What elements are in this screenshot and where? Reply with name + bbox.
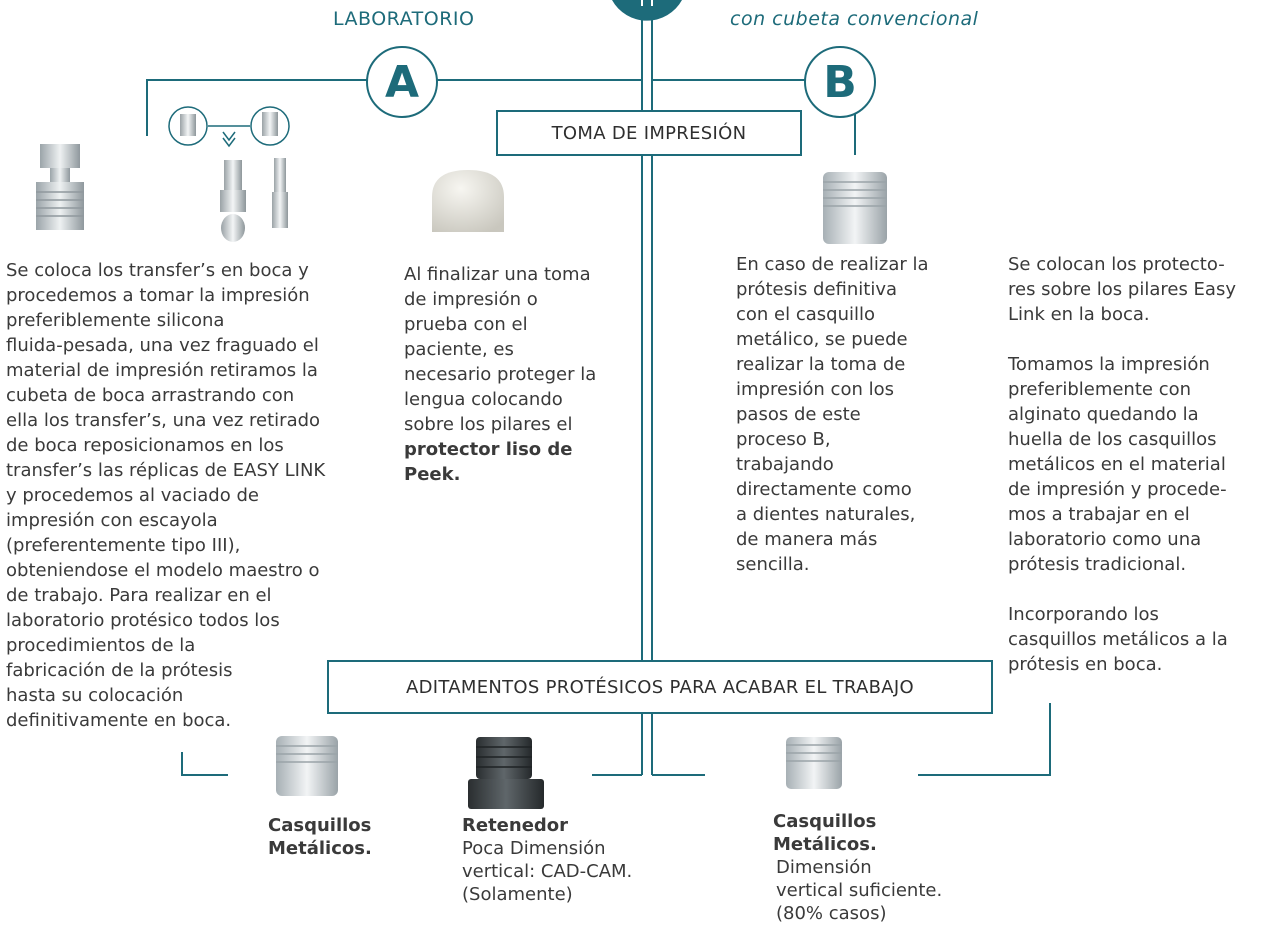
impression-box: TOMA DE IMPRESIÓN (496, 110, 802, 156)
text-line: fabricación de la prótesis (6, 660, 233, 681)
retenedor-label: Retenedor Poca Dimensión vertical: CAD-C… (462, 814, 632, 906)
text-line: de manera más (736, 529, 878, 550)
text-line: de impresión y procede- (1008, 479, 1227, 500)
text-line: a dientes naturales, (736, 504, 916, 525)
cubeta-label: con cubeta convencional (730, 8, 979, 30)
text-line: preferiblemente silicona (6, 310, 225, 331)
text-line: de trabajo. Para realizar en el (6, 585, 272, 606)
product-desc: (80% casos) (776, 903, 887, 924)
text-line: Incorporando los (1008, 604, 1159, 625)
text-line: prótesis tradicional. (1008, 554, 1187, 575)
text-line: Tomamos la impresión (1008, 354, 1210, 375)
text-line: casquillos metálicos a la (1008, 629, 1228, 650)
laboratory-process-text: Se coloca los transfer’s en boca y proce… (6, 258, 386, 733)
casquillo-b-illustration (823, 172, 887, 244)
product-title: Metálicos. (773, 834, 877, 855)
text-line: paciente, es (404, 339, 514, 360)
text-line: sencilla. (736, 554, 810, 575)
text-line: de impresión o (404, 289, 538, 310)
circle-a: A (366, 46, 438, 118)
top-circle-shape (612, 0, 682, 21)
text-line: ella los transfer’s, una vez retirado (6, 410, 321, 431)
casquillo-2-illustration (786, 737, 842, 789)
text-line: metálico, se puede (736, 329, 908, 350)
circle-b: B (804, 46, 876, 118)
product-title: Casquillos (773, 811, 877, 832)
product-desc: vertical suficiente. (776, 880, 943, 901)
text-line: prótesis en boca. (1008, 654, 1163, 675)
text-line-bold: protector liso de (404, 439, 573, 460)
text-line: trabajando (736, 454, 834, 475)
laboratorio-label: LABORATORIO (333, 8, 475, 30)
text-line: sobre los pilares el (404, 414, 573, 435)
transfer-illustration (36, 144, 84, 230)
text-line: con el casquillo (736, 304, 875, 325)
replica-illustration (168, 106, 290, 242)
text-line: laboratorio como una (1008, 529, 1202, 550)
text-line: hasta su colocación (6, 685, 184, 706)
text-line: fluida-pesada, una vez fraguado el (6, 335, 319, 356)
text-line: preferiblemente con (1008, 379, 1192, 400)
text-line: res sobre los pilares Easy (1008, 279, 1236, 300)
text-line: (preferentemente tipo III), (6, 535, 241, 556)
text-line: huella de los casquillos (1008, 429, 1217, 450)
text-line: realizar la toma de (736, 354, 906, 375)
text-line: prótesis definitiva (736, 279, 898, 300)
product-desc: Poca Dimensión (462, 838, 606, 859)
text-line: En caso de realizar la (736, 254, 929, 275)
casquillos-label-1: Casquillos Metálicos. (268, 814, 372, 860)
text-line: laboratorio protésico todos los (6, 610, 280, 631)
product-desc: Dimensión (776, 857, 872, 878)
attachments-box: ADITAMENTOS PROTÉSICOS PARA ACABAR EL TR… (327, 660, 993, 714)
text-line: pasos de este (736, 404, 861, 425)
text-line: transfer’s las réplicas de EASY LINK (6, 460, 326, 481)
text-line: procedimientos de la (6, 635, 196, 656)
peek-protector-text: Al finalizar una toma de impresión o pru… (404, 262, 634, 487)
casquillo-1-illustration (276, 736, 338, 796)
product-title: Retenedor (462, 815, 569, 836)
text-line: prueba con el (404, 314, 528, 335)
text-line: de boca reposicionamos en los (6, 435, 284, 456)
text-line: necesario proteger la (404, 364, 597, 385)
text-line: procedemos a tomar la impresión (6, 285, 310, 306)
text-line: obteniendose el modelo maestro o (6, 560, 320, 581)
text-line: Link en la boca. (1008, 304, 1150, 325)
product-desc: (Solamente) (462, 884, 573, 905)
text-line: impresión con escayola (6, 510, 218, 531)
product-desc: vertical: CAD-CAM. (462, 861, 633, 882)
conventional-tray-text: Se colocan los protecto- res sobre los p… (1008, 252, 1270, 677)
text-line: lengua colocando (404, 389, 563, 410)
text-line: cubeta de boca arrastrando con (6, 385, 295, 406)
text-line: impresión con los (736, 379, 894, 400)
text-line-bold: Peek. (404, 464, 461, 485)
text-line: Se coloca los transfer’s en boca y (6, 260, 309, 281)
text-line: y procedemos al vaciado de (6, 485, 259, 506)
text-line: Al finalizar una toma (404, 264, 591, 285)
process-b-text: En caso de realizar la prótesis definiti… (736, 252, 966, 577)
text-line: mos a trabajar en el (1008, 504, 1190, 525)
text-line: proceso B, (736, 429, 831, 450)
peek-protector-illustration (432, 170, 504, 232)
text-line: definitivamente en boca. (6, 710, 232, 731)
text-line: directamente como (736, 479, 912, 500)
retenedor-illustration (468, 737, 544, 809)
text-line: metálicos en el material (1008, 454, 1226, 475)
text-line: Se colocan los protecto- (1008, 254, 1225, 275)
text-line: alginato quedando la (1008, 404, 1199, 425)
casquillos-label-2: Casquillos Metálicos. Dimensión vertical… (773, 810, 942, 925)
text-line: material de impresión retiramos la (6, 360, 318, 381)
product-title: Casquillos (268, 815, 372, 836)
product-title: Metálicos. (268, 838, 372, 859)
